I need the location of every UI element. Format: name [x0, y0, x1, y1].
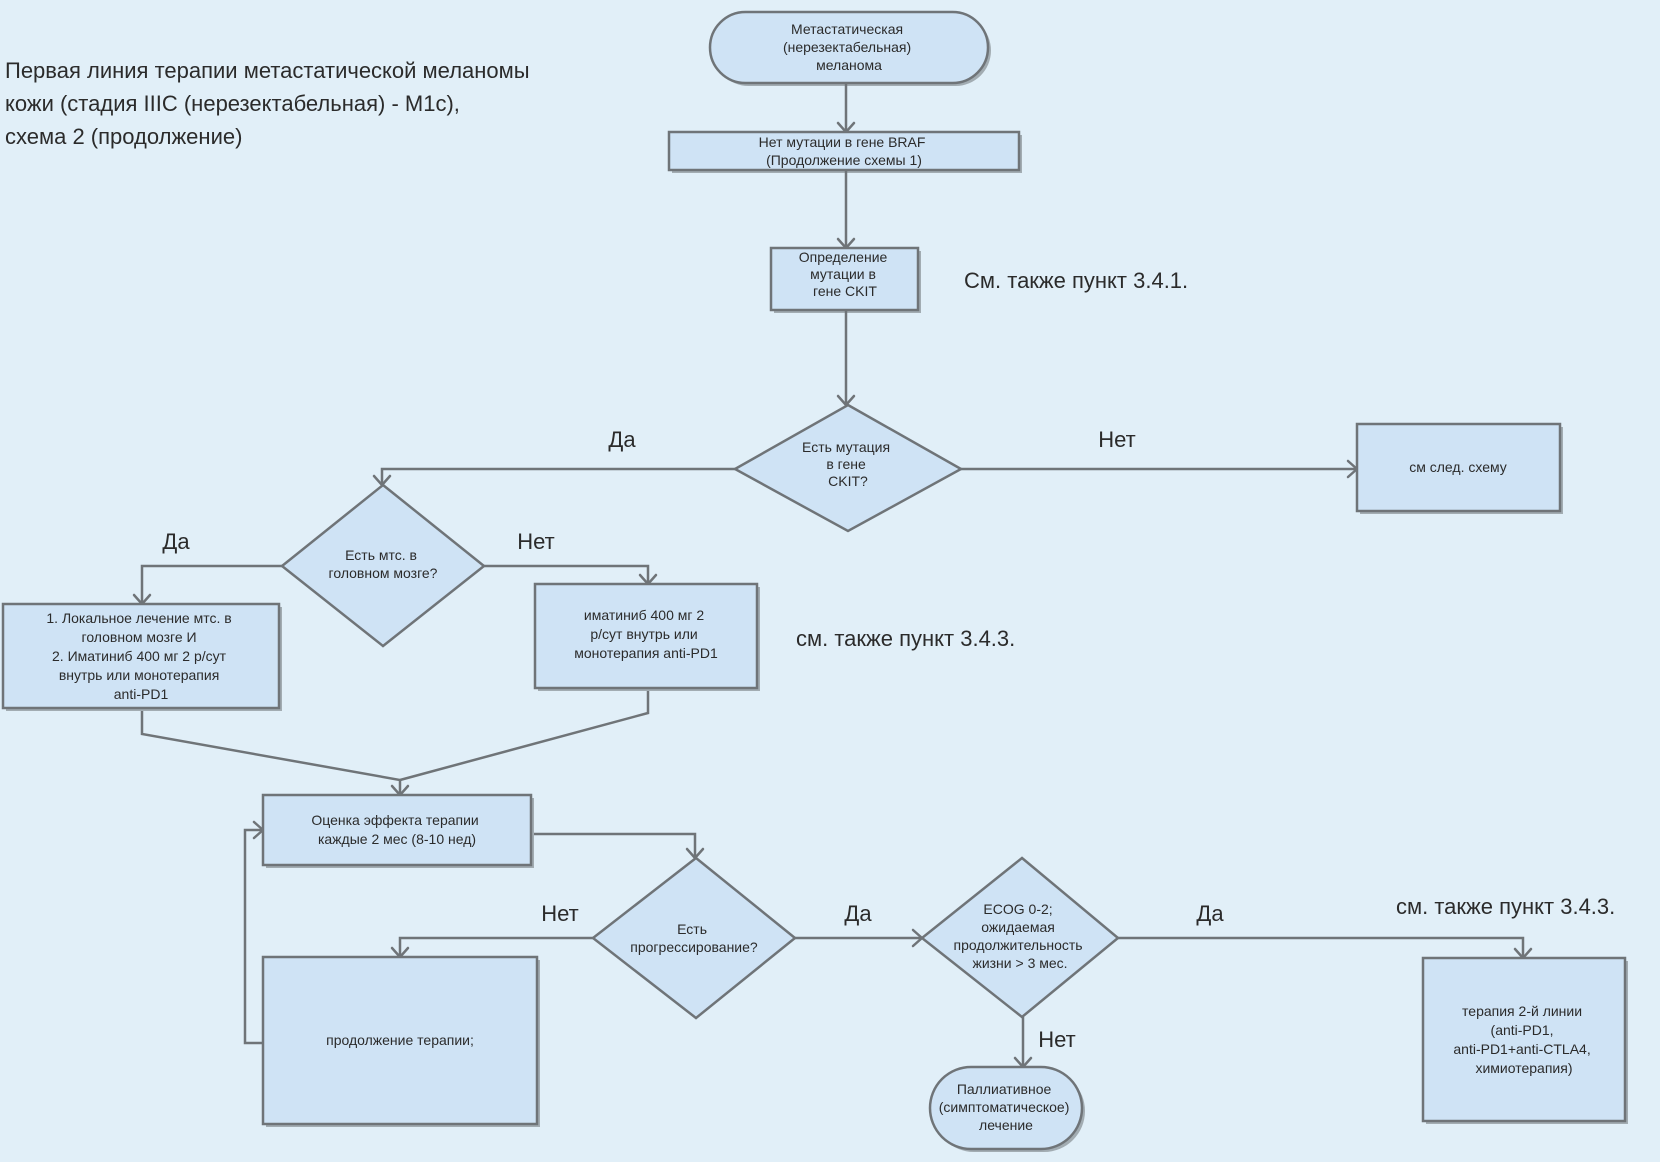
svg-text:Есть прогрессирование?: Есть прогрессирование?	[630, 921, 758, 955]
node-brain-decision: Есть мтс. в головном мозге?	[279, 483, 487, 648]
edge-progression-no	[398, 936, 593, 957]
edge-label-progression-no: Нет	[541, 901, 578, 926]
edge-label-ckit-no: Нет	[1098, 427, 1135, 452]
svg-text:1. Локальное лечение мтс. в: 1. Локальное лечение мтс. в головном моз…	[46, 610, 235, 702]
svg-text:Есть мутация в гене: Есть мутация в гене CKIT?	[802, 439, 894, 489]
svg-text:ECOG 0-2; ожидаемая: ECOG 0-2; ожидаемая продолжительность жи…	[953, 901, 1086, 971]
edge-brain-no	[484, 564, 650, 584]
node-progression-decision: Есть прогрессирование?	[590, 856, 797, 1020]
edge-label-brain-no: Нет	[517, 529, 554, 554]
node-ecog-decision: ECOG 0-2; ожидаемая продолжительность жи…	[919, 856, 1120, 1019]
edge-label-ecog-yes: Да	[1196, 901, 1224, 926]
edge-label-ckit-yes: Да	[608, 427, 636, 452]
node-ckit-test: Определение мутации в гене CKIT	[769, 246, 921, 313]
node-next-scheme: см след. схему	[1355, 422, 1563, 514]
svg-text:Паллиативное (симптомати: Паллиативное (симптоматическое) лечение	[939, 1081, 1074, 1133]
svg-text:Оценка эффекта терапии к: Оценка эффекта терапии каждые 2 мес (8-1…	[311, 812, 482, 847]
diagram-title: Первая линия терапии метастатической мел…	[5, 58, 536, 149]
node-second-line-therapy: терапия 2-й линии (anti-PD1, anti-PD1+an…	[1421, 956, 1628, 1124]
edge-label-brain-yes: Да	[162, 529, 190, 554]
edge-assessment-to-progression	[534, 832, 697, 858]
edges	[140, 83, 1525, 1067]
edge-imatinib-to-assessment	[399, 691, 650, 782]
svg-text:Есть мтс. в головном моз: Есть мтс. в головном мозге?	[329, 547, 438, 581]
node-continue-therapy: продолжение терапии;	[261, 955, 540, 1127]
edge-label-progression-yes: Да	[844, 901, 872, 926]
node-assessment: Оценка эффекта терапии каждые 2 мес (8-1…	[261, 793, 534, 868]
reference-second-line: см. также пункт 3.4.3.	[1396, 894, 1615, 919]
svg-text:Метастатическая (нерезек: Метастатическая (нерезектабельная) мелан…	[783, 21, 915, 73]
edge-continue-loop	[243, 828, 263, 1045]
edge-ecog-yes	[1118, 936, 1525, 958]
reference-imatinib: см. также пункт 3.4.3.	[796, 626, 1015, 651]
edge-ckit-yes	[380, 467, 735, 485]
svg-text:терапия 2-й линии (anti-: терапия 2-й линии (anti-PD1, anti-PD1+an…	[1453, 1003, 1594, 1076]
svg-text:иматиниб 400 мг 2 р/сут: иматиниб 400 мг 2 р/сут внутрь или монот…	[574, 607, 718, 661]
edge-label-ecog-no: Нет	[1038, 1027, 1075, 1052]
svg-text:Определение мутации в: Определение мутации в гене CKIT	[799, 249, 891, 299]
svg-text:см след. схему: см след. схему	[1409, 459, 1507, 475]
node-start: Метастатическая (нерезектабельная) мелан…	[708, 10, 991, 86]
svg-text:Нет мутации в гене BRAF: Нет мутации в гене BRAF (Продолжение схе…	[759, 134, 930, 168]
node-no-braf-mutation: Нет мутации в гене BRAF (Продолжение схе…	[667, 130, 1022, 173]
node-local-treatment: 1. Локальное лечение мтс. в головном моз…	[1, 602, 282, 711]
node-imatinib: иматиниб 400 мг 2 р/сут внутрь или монот…	[533, 582, 760, 691]
node-palliative: Паллиативное (симптоматическое) лечение	[928, 1065, 1085, 1152]
reference-ckit-definition: См. также пункт 3.4.1.	[964, 268, 1188, 293]
edge-local-to-assessment	[140, 711, 402, 795]
node-ckit-decision: Есть мутация в гене CKIT?	[732, 403, 964, 533]
svg-text:продолжение терапии;: продолжение терапии;	[326, 1032, 474, 1048]
edge-brain-yes	[140, 564, 282, 604]
